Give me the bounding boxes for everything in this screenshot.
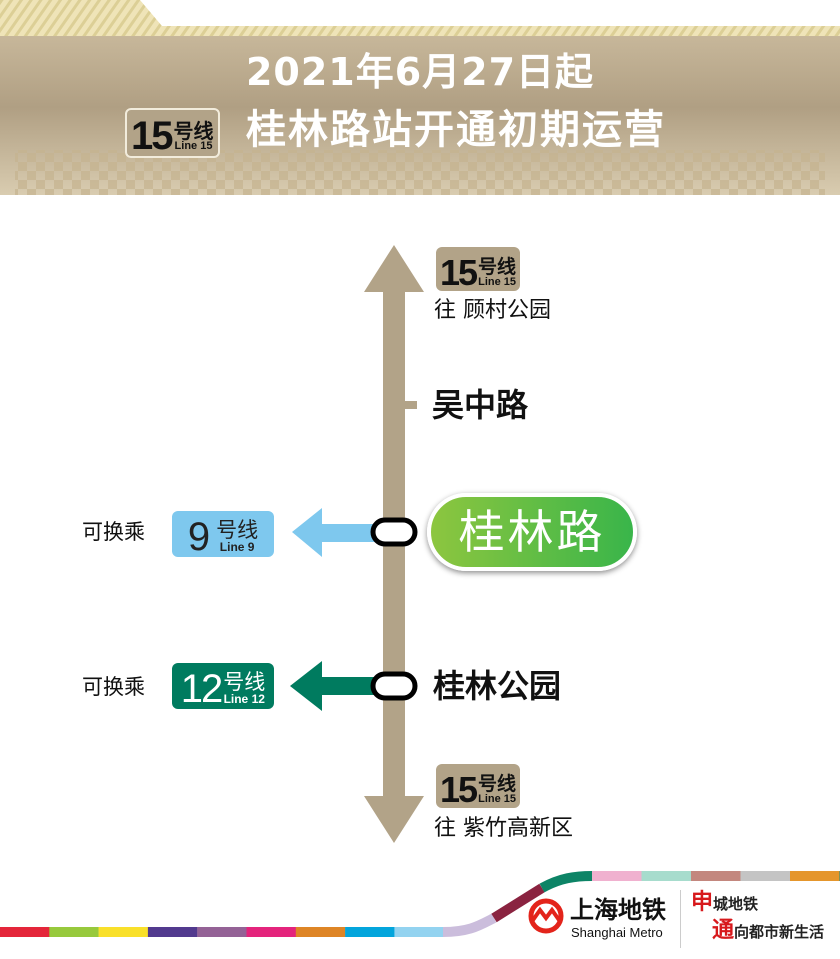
line-en: Line 9 — [219, 540, 255, 554]
line-number: 9 — [187, 515, 210, 559]
headline: 桂林路站开通初期运营 — [246, 107, 666, 153]
stripe-segment — [491, 883, 545, 923]
line-number: 15 — [131, 114, 173, 158]
line12-transfer-arrow-icon — [290, 661, 384, 711]
interchange-station-marker — [370, 671, 418, 701]
stripe-segment — [592, 871, 642, 881]
line9-transfer-arrow-icon — [292, 508, 384, 557]
stripe-segment — [147, 927, 198, 937]
slogan-text: 城地铁 — [713, 895, 759, 913]
line-en: Line 12 — [223, 692, 265, 706]
line-hao: 号线 — [223, 670, 266, 694]
stripe-segment — [197, 927, 247, 937]
station-wuzhonglu: 吴中路 — [432, 386, 529, 424]
slogan-big-char: 通 — [712, 917, 735, 943]
stripe-segment — [246, 927, 296, 937]
north-terminus: 往 顾村公园 — [434, 298, 551, 323]
stripe-segment — [49, 927, 99, 937]
line-number: 15 — [440, 769, 478, 810]
date-line: 2021年6月27日起 — [245, 50, 595, 94]
station-tick — [405, 401, 417, 409]
stripe-segment — [539, 871, 593, 893]
slogan-line2: 通向都市新生活 — [712, 918, 824, 942]
divider — [680, 890, 681, 948]
line-hao: 号线 — [216, 518, 259, 542]
north-arrow-icon — [364, 245, 424, 305]
stripe-segment — [295, 927, 346, 937]
stripe-segment — [442, 913, 497, 937]
stripe-segment — [790, 871, 840, 881]
shanghai-metro-logo-icon — [528, 898, 564, 934]
slogan-text: 向都市新生活 — [734, 923, 825, 941]
line-en: Line 15 — [478, 276, 516, 288]
transfer-label: 可换乘 — [82, 675, 145, 699]
station-guilingongyuan: 桂林公园 — [433, 667, 562, 705]
stripe-segment — [98, 927, 149, 937]
south-terminus: 往 紫竹高新区 — [434, 816, 573, 841]
stripe-segment — [394, 927, 444, 937]
line-en: Line 15 — [174, 140, 213, 152]
line-en: Line 15 — [478, 793, 516, 805]
line-hao: 号线 — [478, 773, 517, 795]
stripe-segment — [345, 927, 395, 937]
south-arrow-icon — [364, 783, 424, 843]
line-hao: 号线 — [478, 256, 517, 278]
slogan-line1: 申城地铁 — [691, 890, 758, 914]
logo-cn: 上海地铁 — [570, 896, 666, 924]
line-hao: 号线 — [173, 119, 214, 143]
line-number: 15 — [440, 252, 478, 293]
line-number: 12 — [180, 667, 223, 711]
interchange-station-marker — [370, 517, 418, 547]
stripe-segment — [0, 927, 50, 937]
current-station-guilinlu: 桂林路 — [427, 493, 637, 571]
transfer-label: 可换乘 — [82, 520, 145, 544]
stripe-segment — [740, 871, 790, 881]
logo-en: Shanghai Metro — [571, 925, 663, 940]
stripe-segment — [641, 871, 691, 881]
slogan-big-char: 申 — [691, 889, 714, 915]
stripe-segment — [691, 871, 741, 881]
